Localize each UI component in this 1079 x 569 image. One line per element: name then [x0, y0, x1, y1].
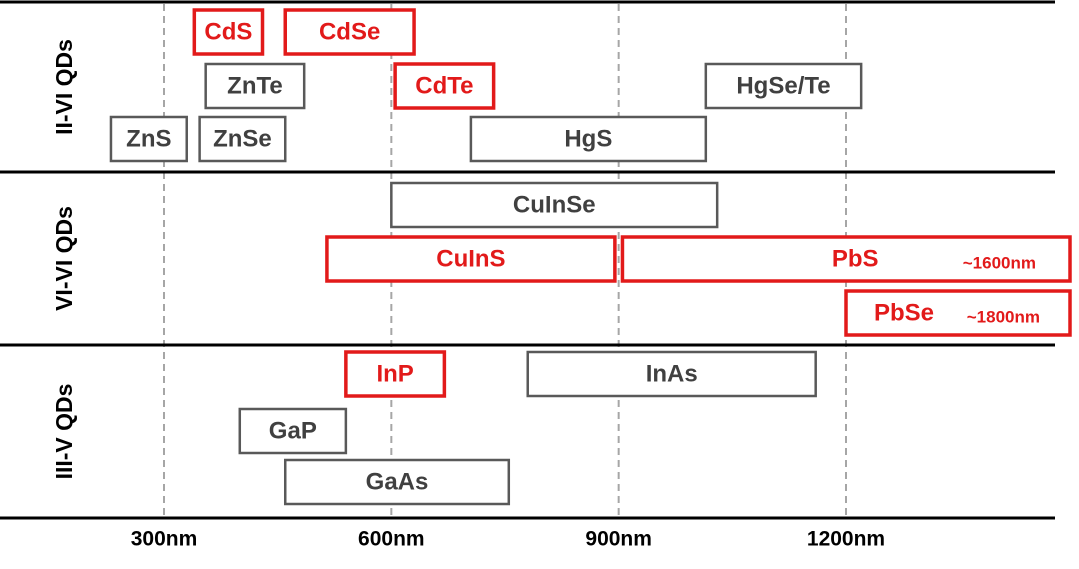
qd-bar-znte: ZnTe [204, 62, 306, 110]
qd-bar-zns: ZnS [109, 115, 188, 163]
x-tick-label: 900nm [585, 528, 652, 551]
qd-label: GaAs [366, 468, 429, 495]
qd-label: CuInSe [513, 191, 596, 218]
qd-range-box [344, 350, 447, 398]
qd-bar-inas: InAs [526, 350, 817, 398]
qd-bar-cdte: CdTe [393, 62, 496, 110]
qd-range-box [325, 235, 617, 283]
qd-range-box [238, 407, 348, 455]
group-label: II-VI QDs [51, 39, 77, 135]
qd-label: HgS [564, 125, 612, 152]
qd-bar-pbse: PbSe ~1800nm [844, 289, 1072, 337]
x-tick-label: 1200nm [807, 528, 885, 551]
qd-range-box [198, 115, 287, 163]
qd-label: ZnSe [213, 125, 272, 152]
qd-range-box [704, 62, 863, 110]
qd-label: CdSe [319, 18, 380, 45]
qd-label: PbS [832, 245, 879, 272]
qd-range-box [283, 8, 416, 56]
x-tick-label: 600nm [358, 528, 425, 551]
qd-bar-cdse: CdSe [283, 8, 416, 56]
group-label: III-V QDs [51, 384, 77, 480]
qd-label: ZnTe [227, 72, 283, 99]
qd-bar-hgs: HgS [469, 115, 708, 163]
qd-label: PbSe [874, 299, 934, 326]
qd-bar-inp: InP [344, 350, 447, 398]
qd-range-box [620, 235, 1072, 283]
qd-bar-znse: ZnSe [198, 115, 287, 163]
qd-label: CuInS [436, 245, 505, 272]
qd-bar-gaas: GaAs [283, 458, 511, 506]
qd-range-box [844, 289, 1072, 337]
qd-label: GaP [269, 417, 317, 444]
qd-label: CdTe [415, 72, 473, 99]
qd-label: HgSe/Te [736, 72, 830, 99]
qd-range-box [526, 350, 817, 398]
qd-range-box [109, 115, 188, 163]
qd-range-box [283, 458, 511, 506]
qd-bar-cuins: CuInS [325, 235, 617, 283]
group-label: VI-VI QDs [51, 206, 77, 311]
qd-label: CdS [204, 18, 252, 45]
qd-bar-cuinse: CuInSe [390, 181, 719, 229]
qd-range-box [204, 62, 306, 110]
qd-bar-gap: GaP [238, 407, 348, 455]
qd-range-note: ~1600nm [963, 253, 1036, 272]
qd-range-box [192, 8, 265, 56]
x-tick-label: 300nm [131, 528, 198, 551]
qd-range-note: ~1800nm [967, 307, 1040, 326]
qd-range-box [393, 62, 496, 110]
qd-bar-pbs: PbS ~1600nm [620, 235, 1072, 283]
qd-bar-cds: CdS [192, 8, 265, 56]
qd-bar-hgse-te: HgSe/Te [704, 62, 863, 110]
qd-label: ZnS [126, 125, 171, 152]
qd-range-box [390, 181, 719, 229]
qd-range-box [469, 115, 708, 163]
qd-label: InAs [646, 360, 698, 387]
qd-label: InP [376, 360, 413, 387]
